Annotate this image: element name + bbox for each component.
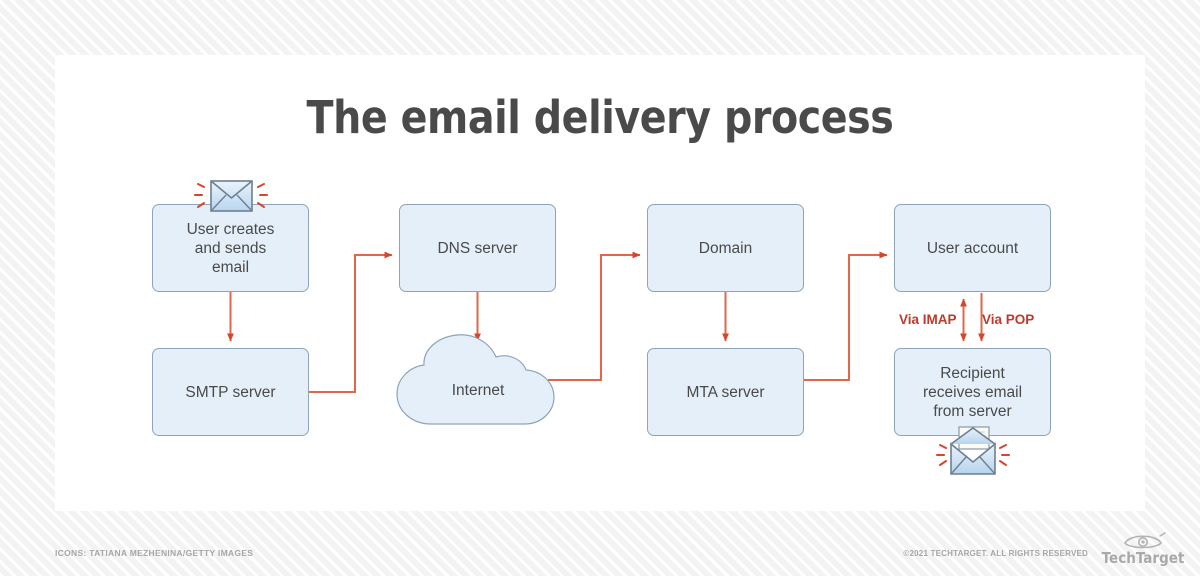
node-label: Internet: [451, 382, 505, 399]
node-label-line2: receives email: [922, 383, 1023, 401]
copyright-notice: ©2021 TECHTARGET. ALL RIGHTS RESERVED: [903, 549, 1088, 558]
node-dns-server[interactable]: DNS server: [399, 204, 556, 292]
edge-internet-to-domain: [548, 251, 641, 381]
internet-cloud-shape: [396, 334, 555, 425]
node-label-line3: email: [211, 258, 250, 276]
node-user-account[interactable]: User account: [894, 204, 1051, 292]
node-recipient-receives-email[interactable]: Recipient receives email from server: [894, 348, 1051, 436]
node-user-creates-email[interactable]: User creates and sends email: [152, 204, 309, 292]
techtarget-logo: TechTarget: [1094, 532, 1192, 570]
edge-label-via-pop: Via POP: [982, 312, 1035, 327]
node-label-line1: Recipient: [940, 364, 1005, 382]
envelope-open-icon: [936, 426, 1010, 475]
edge-mta-to-user-account: [804, 251, 888, 381]
edge-smtp-to-dns: [309, 251, 393, 393]
node-label: MTA server: [686, 383, 765, 401]
icon-credit: ICONS: TATIANA MEZHENINA/GETTY IMAGES: [55, 548, 254, 558]
node-mta-server[interactable]: MTA server: [647, 348, 804, 436]
node-label-line2: and sends: [194, 239, 267, 257]
node-label: Domain: [698, 239, 753, 257]
node-label: SMTP server: [185, 383, 276, 401]
node-label-line1: User creates: [186, 220, 275, 238]
eye-icon: [1124, 532, 1166, 549]
node-label-line3: from server: [933, 402, 1012, 420]
envelope-closed-icon: [194, 180, 268, 212]
edge-label-via-imap: Via IMAP: [899, 312, 957, 327]
node-domain[interactable]: Domain: [647, 204, 804, 292]
logo-wordmark: TechTarget: [1101, 549, 1185, 567]
page-title: The email delivery process: [306, 91, 894, 144]
node-label: User account: [926, 239, 1019, 257]
node-label: DNS server: [437, 239, 518, 257]
node-internet-cloud[interactable]: Internet: [396, 334, 560, 438]
node-smtp-server[interactable]: SMTP server: [152, 348, 309, 436]
